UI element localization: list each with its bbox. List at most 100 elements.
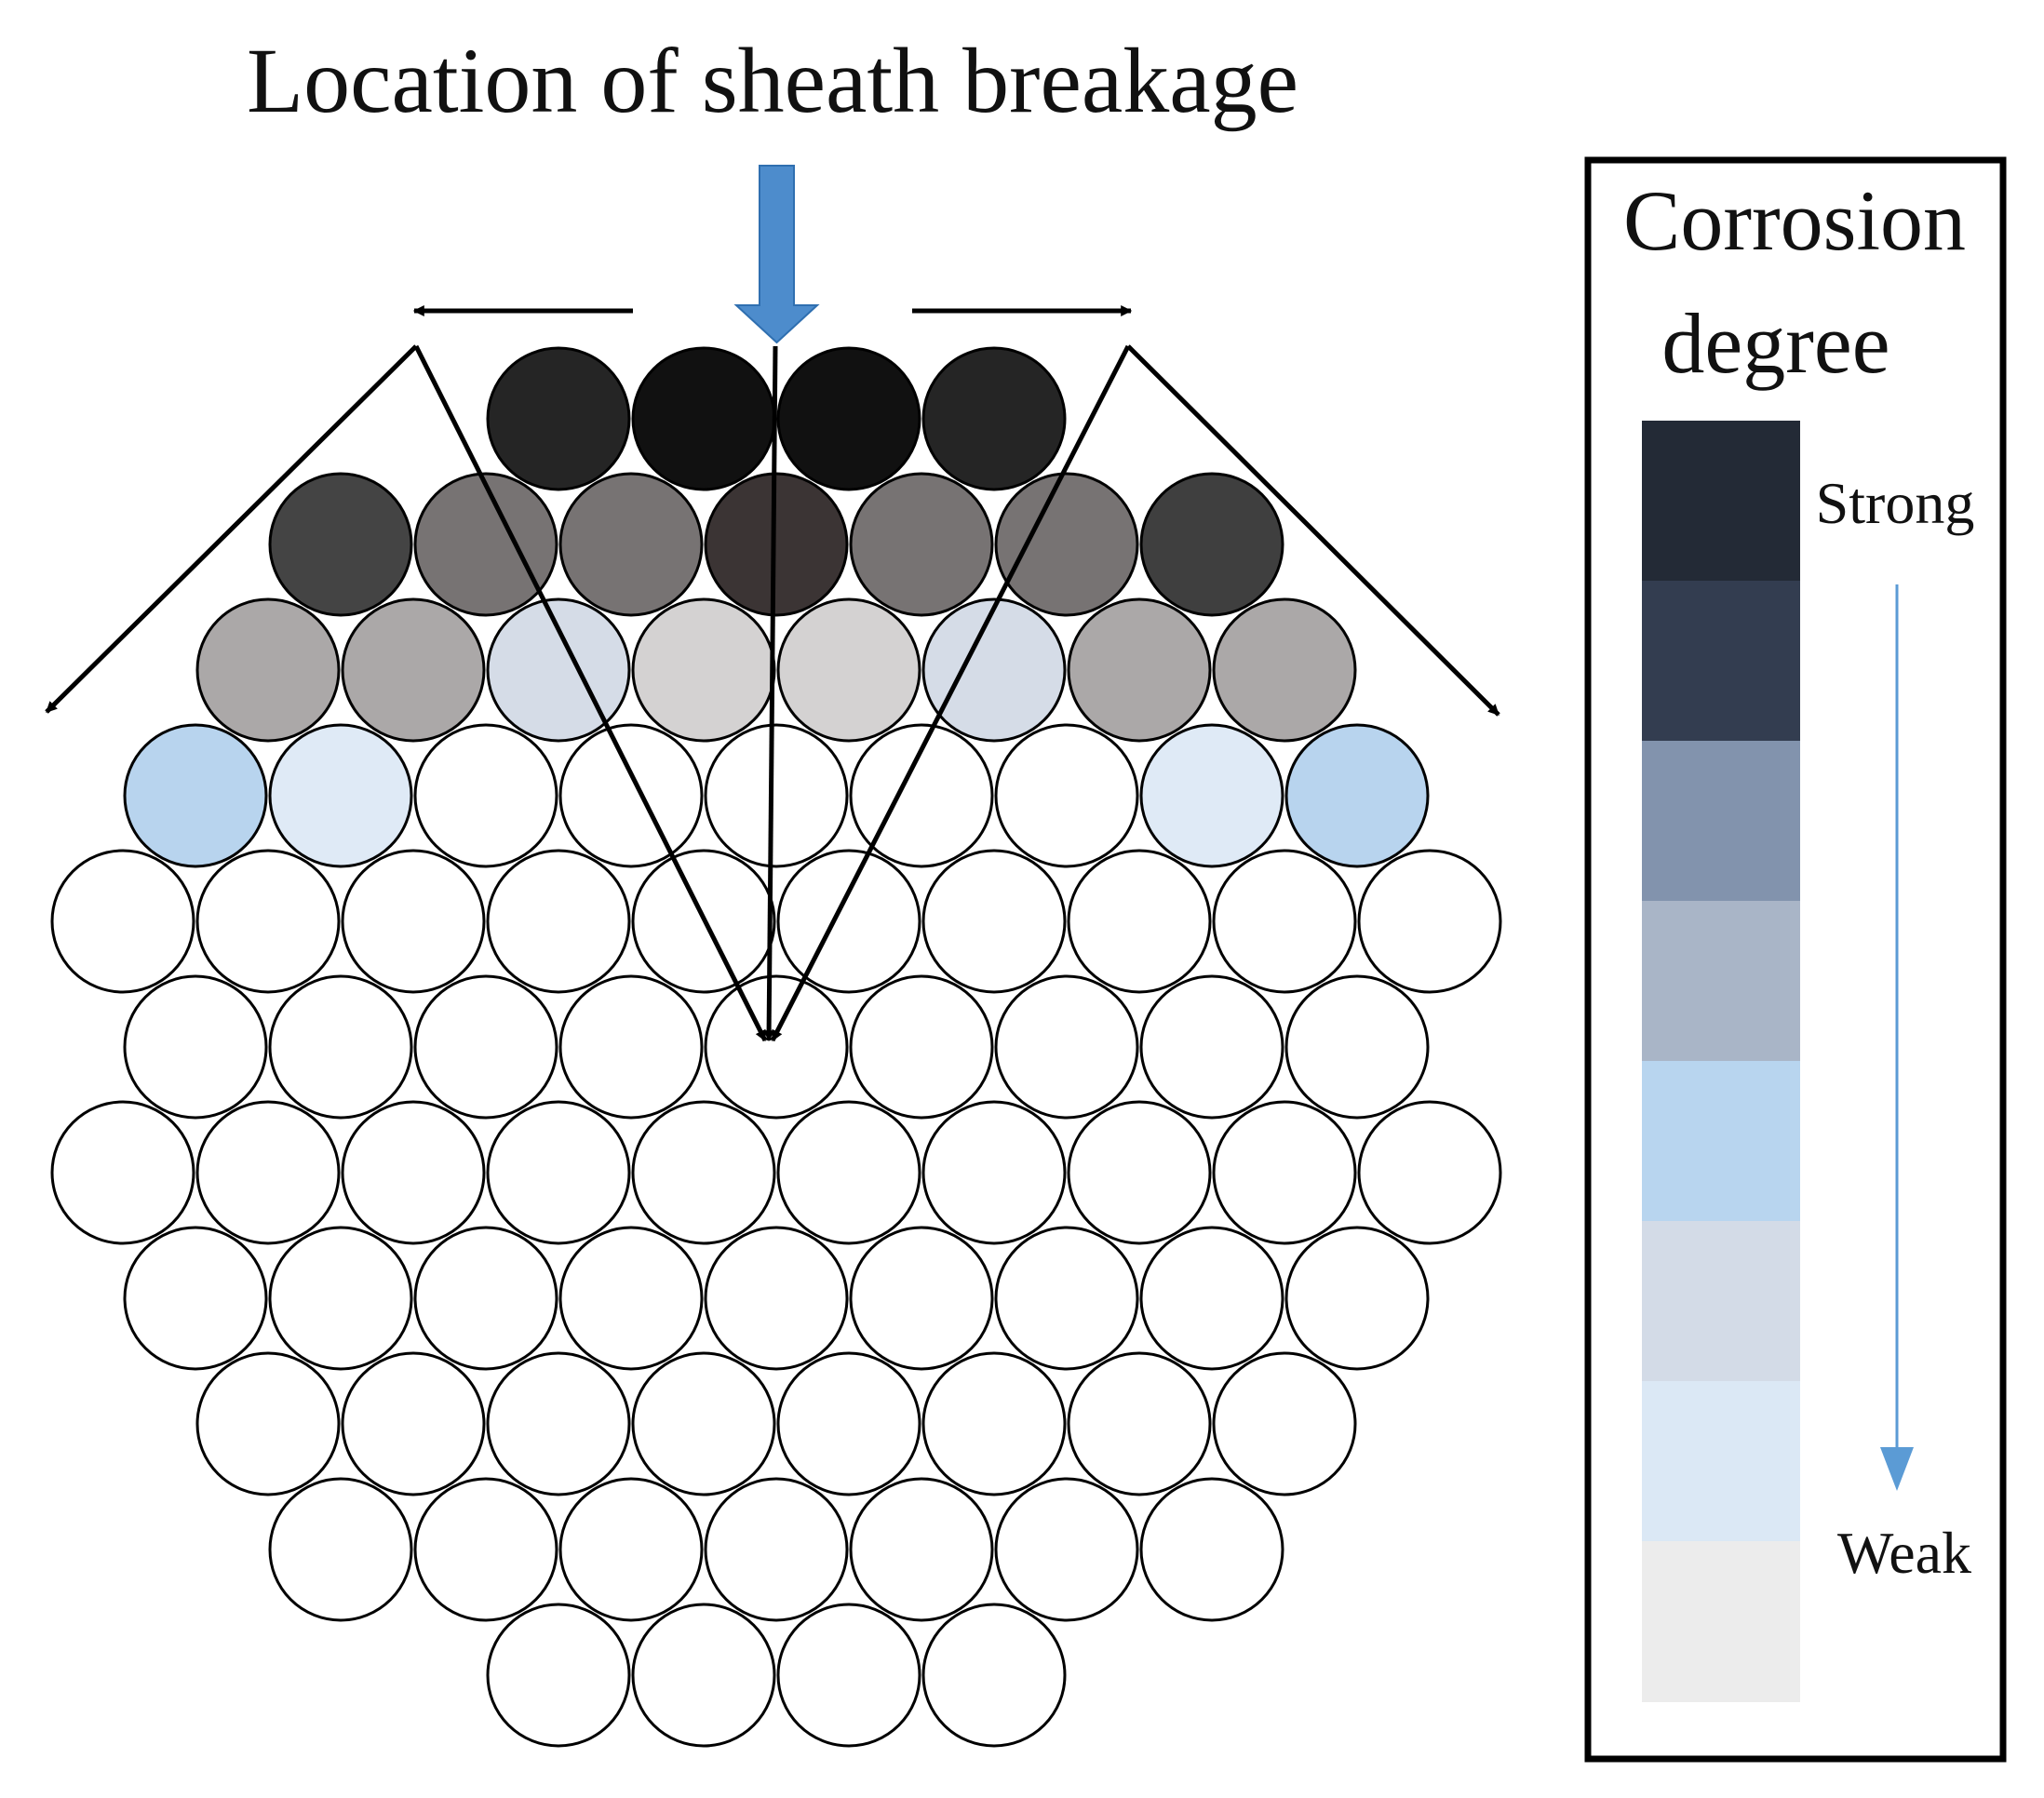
legend-weak-label: Weak <box>1837 1520 1971 1586</box>
wire-strand <box>1212 1351 1357 1496</box>
wire-strand <box>413 974 558 1120</box>
wire-strand <box>558 974 704 1120</box>
wire-strand <box>776 1100 921 1245</box>
wire-strand <box>268 1226 413 1371</box>
right-inner-diagonal-arrow <box>770 344 1131 1042</box>
legend-strong-label: Strong <box>1816 470 1975 536</box>
legend-arrowhead-icon <box>1880 1447 1914 1491</box>
wire-strand <box>486 1100 631 1245</box>
wire-strand <box>1067 849 1212 994</box>
wire-strand <box>413 1477 558 1622</box>
wire-strand <box>558 472 704 617</box>
wire-strand <box>849 472 994 617</box>
wire-strand <box>704 723 849 868</box>
wire-strand <box>195 849 341 994</box>
wire-strand <box>921 1100 1067 1245</box>
wire-bundle <box>50 346 1502 1748</box>
wire-strand <box>1284 1226 1430 1371</box>
wire-strand <box>195 597 341 743</box>
wire-strand <box>123 1226 268 1371</box>
diagram-title: Location of sheath breakage <box>247 29 1298 132</box>
legend-swatch <box>1642 741 1800 902</box>
wire-strand <box>341 849 486 994</box>
wire-strand <box>268 723 413 868</box>
wire-strand <box>1357 849 1502 994</box>
wire-strand <box>776 346 921 491</box>
wire-strand <box>921 1351 1067 1496</box>
wire-strand <box>921 597 1067 743</box>
center-vertical-arrow <box>763 345 778 1042</box>
wire-strand <box>486 1351 631 1496</box>
legend-title-line1: Corrosion <box>1623 173 1966 268</box>
legend-swatch <box>1642 421 1800 582</box>
wire-strand <box>631 1100 776 1245</box>
wire-strand <box>195 1351 341 1496</box>
wire-strand <box>1067 597 1212 743</box>
wire-strand <box>704 974 849 1120</box>
corrosion-legend: Corrosion degree Strong Weak <box>1584 156 2007 1763</box>
left-outer-diagonal-arrow <box>45 344 418 714</box>
wire-strand <box>1139 1477 1284 1622</box>
wire-strand <box>704 1226 849 1371</box>
wire-strand <box>994 974 1139 1120</box>
wire-strand <box>631 346 776 491</box>
wire-strand <box>849 974 994 1120</box>
legend-swatch <box>1642 1541 1800 1702</box>
wire-strand <box>631 1603 776 1748</box>
wire-strand <box>704 1477 849 1622</box>
wire-strand <box>776 597 921 743</box>
wire-strand <box>1357 1100 1502 1245</box>
wire-strand <box>631 597 776 743</box>
wire-strand <box>268 1477 413 1622</box>
wire-strand <box>849 1477 994 1622</box>
wire-strand <box>341 597 486 743</box>
legend-swatch <box>1642 1061 1800 1222</box>
wire-strand <box>413 1226 558 1371</box>
wire-strand <box>268 974 413 1120</box>
corrosion-spread-arrows <box>45 305 1500 1042</box>
wire-strand <box>1212 849 1357 994</box>
wire-strand <box>776 849 921 994</box>
wire-strand <box>776 1603 921 1748</box>
wire-strand <box>994 723 1139 868</box>
legend-swatch <box>1642 581 1800 742</box>
wire-strand <box>631 1351 776 1496</box>
wire-strand <box>1139 1226 1284 1371</box>
wire-strand <box>1284 974 1430 1120</box>
wire-strand <box>50 1100 195 1245</box>
left-inner-diagonal-arrow <box>413 344 768 1042</box>
wire-strand <box>486 597 631 743</box>
wire-strand <box>994 1226 1139 1371</box>
legend-swatch <box>1642 1381 1800 1542</box>
wire-strand <box>1067 1100 1212 1245</box>
wire-strand <box>50 849 195 994</box>
wire-strand <box>849 723 994 868</box>
wire-strand <box>558 1226 704 1371</box>
sheath-breakage-arrow <box>733 165 820 344</box>
wire-strand <box>123 974 268 1120</box>
wire-strand <box>268 472 413 617</box>
wire-strand <box>558 723 704 868</box>
wire-strand <box>558 1477 704 1622</box>
wire-strand <box>486 1603 631 1748</box>
wire-strand <box>1212 1100 1357 1245</box>
wire-strand <box>195 1100 341 1245</box>
wire-strand <box>921 849 1067 994</box>
wire-strand <box>486 849 631 994</box>
wire-strand <box>1212 597 1357 743</box>
legend-title-line2: degree <box>1661 296 1889 391</box>
wire-strand <box>341 1100 486 1245</box>
wire-strand <box>1284 723 1430 868</box>
wire-strand <box>776 1351 921 1496</box>
wire-strand <box>994 1477 1139 1622</box>
wire-strand <box>1139 723 1284 868</box>
wire-strand <box>994 472 1139 617</box>
wire-strand <box>413 472 558 617</box>
legend-swatch <box>1642 901 1800 1062</box>
wire-strand <box>921 346 1067 491</box>
legend-swatch <box>1642 1221 1800 1382</box>
wire-strand <box>1139 472 1284 617</box>
wire-strand <box>486 346 631 491</box>
wire-strand <box>341 1351 486 1496</box>
